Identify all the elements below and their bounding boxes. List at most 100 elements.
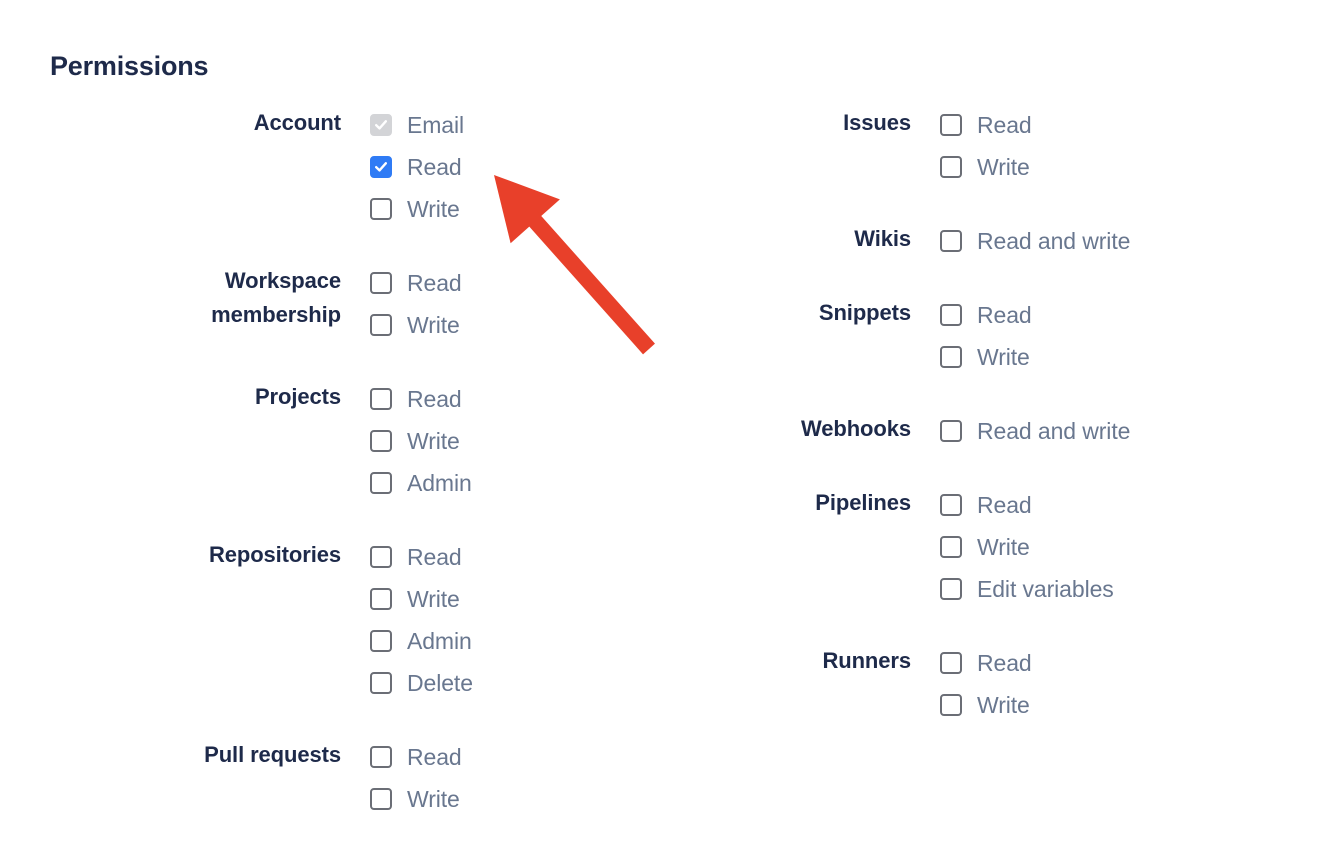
permission-row-projects-read[interactable]: Read	[370, 378, 472, 420]
checkbox-account-read[interactable]	[370, 156, 392, 178]
permission-row-snippets-write[interactable]: Write	[940, 336, 1032, 378]
checkbox-repositories-read[interactable]	[370, 546, 392, 568]
checkbox-label-projects-write: Write	[407, 428, 460, 454]
checkbox-wikis-read-and-write[interactable]	[940, 230, 962, 252]
permission-row-webhooks-read-and-write[interactable]: Read and write	[940, 410, 1130, 452]
checkbox-webhooks-read-and-write[interactable]	[940, 420, 962, 442]
group-label-snippets: Snippets	[818, 300, 911, 325]
checkbox-account-write[interactable]	[370, 198, 392, 220]
checkmark-icon	[375, 162, 387, 172]
checkbox-label-workspace-membership-write: Write	[407, 312, 460, 338]
checkbox-label-account-read: Read	[407, 154, 462, 180]
checkbox-label-wikis-read-and-write: Read and write	[977, 228, 1131, 254]
page-title: Permissions	[50, 51, 209, 81]
permission-options-webhooks: Read and write	[911, 410, 1130, 452]
checkbox-pull-requests-write[interactable]	[370, 788, 392, 810]
group-label-issues: Issues	[843, 110, 911, 135]
permission-row-projects-admin[interactable]: Admin	[370, 462, 472, 504]
permission-group-webhooks: Webhooks Read and write	[660, 410, 1322, 452]
checkbox-label-projects-read: Read	[407, 386, 462, 412]
checkbox-label-repositories-admin: Admin	[407, 628, 472, 654]
checkbox-projects-write[interactable]	[370, 430, 392, 452]
checkbox-pipelines-edit-variables[interactable]	[940, 578, 962, 600]
permission-row-pull-requests-read[interactable]: Read	[370, 736, 462, 778]
group-label-webhooks: Webhooks	[800, 416, 911, 441]
permission-row-issues-write[interactable]: Write	[940, 146, 1032, 188]
checkbox-repositories-delete[interactable]	[370, 672, 392, 694]
checkbox-label-webhooks-read-and-write: Read and write	[977, 418, 1131, 444]
checkbox-snippets-write[interactable]	[940, 346, 962, 368]
checkmark-icon	[375, 120, 387, 130]
permission-row-issues-read[interactable]: Read	[940, 104, 1032, 146]
permission-row-pipelines-edit-variables[interactable]: Edit variables	[940, 568, 1114, 610]
group-label-repositories: Repositories	[208, 542, 341, 567]
checkbox-issues-read[interactable]	[940, 114, 962, 136]
permission-row-pipelines-read[interactable]: Read	[940, 484, 1114, 526]
checkbox-label-workspace-membership-read: Read	[407, 270, 462, 296]
checkbox-runners-write[interactable]	[940, 694, 962, 716]
checkbox-label-runners-read: Read	[977, 650, 1032, 676]
permission-row-wikis-read-and-write[interactable]: Read and write	[940, 220, 1130, 262]
checkbox-pull-requests-read[interactable]	[370, 746, 392, 768]
permission-row-snippets-read[interactable]: Read	[940, 294, 1032, 336]
permission-row-repositories-admin[interactable]: Admin	[370, 620, 473, 662]
checkbox-label-pipelines-read: Read	[977, 492, 1032, 518]
group-label-pipelines: Pipelines	[815, 490, 911, 515]
permission-row-pull-requests-write[interactable]: Write	[370, 778, 462, 820]
checkbox-snippets-read[interactable]	[940, 304, 962, 326]
checkbox-workspace-membership-read[interactable]	[370, 272, 392, 294]
checkbox-label-snippets-write: Write	[977, 344, 1030, 370]
permission-row-projects-write[interactable]: Write	[370, 420, 472, 462]
checkbox-label-repositories-delete: Delete	[407, 670, 473, 696]
permission-row-repositories-write[interactable]: Write	[370, 578, 473, 620]
checkbox-label-issues-read: Read	[977, 112, 1032, 138]
checkbox-projects-read[interactable]	[370, 388, 392, 410]
checkbox-label-pull-requests-read: Read	[407, 744, 462, 770]
checkbox-projects-admin[interactable]	[370, 472, 392, 494]
permission-row-pipelines-write[interactable]: Write	[940, 526, 1114, 568]
permission-row-account-write[interactable]: Write	[370, 188, 464, 230]
group-label-wikis: Wikis	[854, 226, 911, 251]
checkbox-pipelines-write[interactable]	[940, 536, 962, 558]
permission-row-repositories-read[interactable]: Read	[370, 536, 473, 578]
permission-row-runners-write[interactable]: Write	[940, 684, 1032, 726]
checkbox-label-snippets-read: Read	[977, 302, 1032, 328]
checkbox-label-runners-write: Write	[977, 692, 1030, 718]
checkbox-repositories-write[interactable]	[370, 588, 392, 610]
checkbox-label-pull-requests-write: Write	[407, 786, 460, 812]
permission-row-workspace-membership-write[interactable]: Write	[370, 304, 462, 346]
permission-group-wikis: Wikis Read and write	[660, 220, 1322, 262]
permission-row-account-email[interactable]: Email	[370, 104, 464, 146]
group-label-account: Account	[253, 110, 341, 135]
checkbox-label-repositories-write: Write	[407, 586, 460, 612]
permission-row-runners-read[interactable]: Read	[940, 642, 1032, 684]
checkbox-pipelines-read[interactable]	[940, 494, 962, 516]
permission-row-account-read[interactable]: Read	[370, 146, 464, 188]
permission-row-repositories-delete[interactable]: Delete	[370, 662, 473, 704]
checkbox-workspace-membership-write[interactable]	[370, 314, 392, 336]
group-label-workspace-membership: Workspace membership	[211, 268, 341, 327]
checkbox-runners-read[interactable]	[940, 652, 962, 674]
permission-row-workspace-membership-read[interactable]: Read	[370, 262, 462, 304]
checkbox-label-repositories-read: Read	[407, 544, 462, 570]
checkbox-issues-write[interactable]	[940, 156, 962, 178]
checkbox-label-account-write: Write	[407, 196, 460, 222]
checkbox-repositories-admin[interactable]	[370, 630, 392, 652]
permission-options-wikis: Read and write	[911, 220, 1130, 262]
